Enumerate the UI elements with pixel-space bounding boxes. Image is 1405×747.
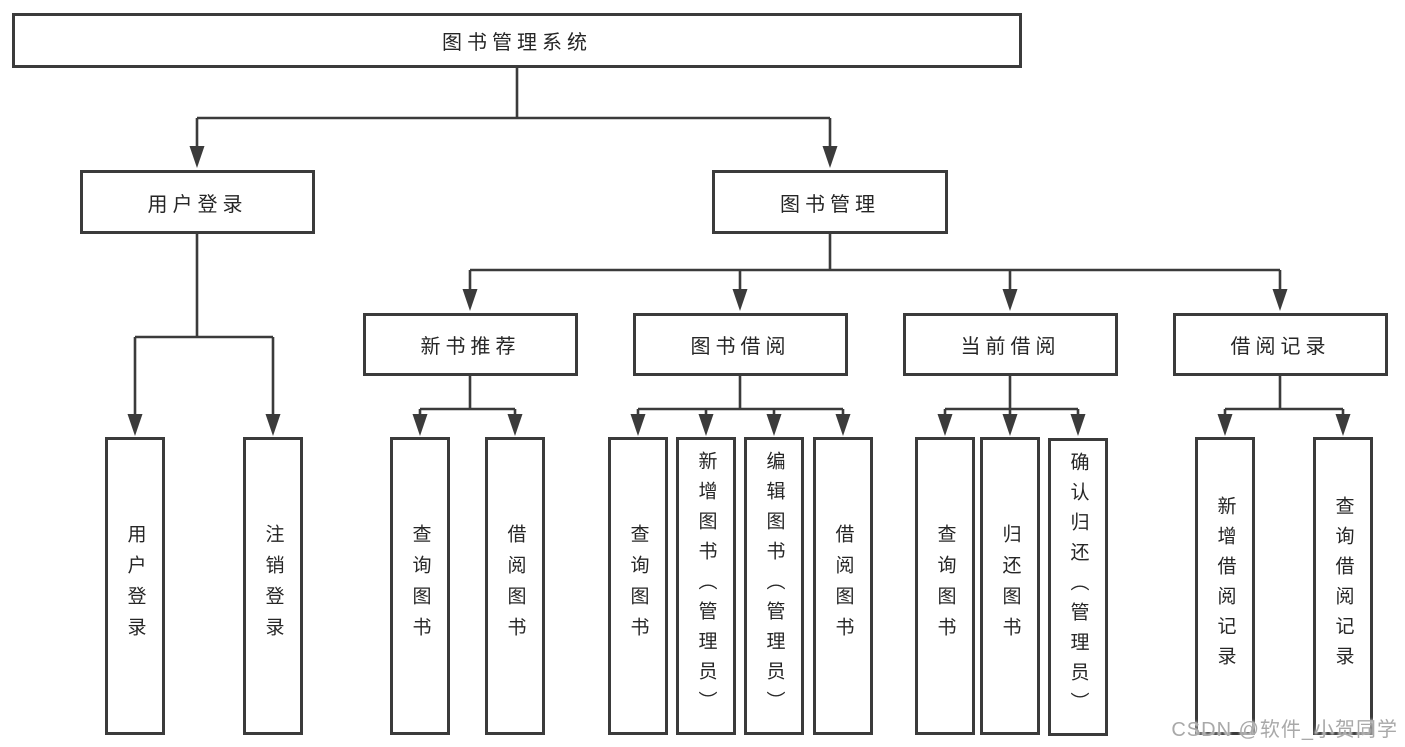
- node-leaf-logout: 注销登录: [243, 437, 303, 735]
- node-borrowing-records: 借阅记录: [1173, 313, 1388, 376]
- node-leaf-borrow-add-books-admin: 新增图书（管理员）: [676, 437, 736, 735]
- node-leaf-records-add-record: 新增借阅记录: [1195, 437, 1255, 735]
- node-label: 用户登录: [147, 193, 248, 216]
- node-label: 图书管理: [780, 193, 880, 216]
- node-label: 图书管理系统: [442, 32, 592, 54]
- node-label: 查询图书: [934, 524, 956, 648]
- node-label: 查询借阅记录: [1332, 496, 1354, 676]
- node-label: 新增图书（管理员）: [695, 451, 717, 721]
- node-leaf-borrow-borrow-books: 借阅图书: [813, 437, 873, 735]
- node-library-system: 图书管理系统: [12, 13, 1022, 68]
- node-label: 借阅图书: [832, 524, 854, 648]
- node-book-borrowing: 图书借阅: [633, 313, 848, 376]
- node-new-book-recommendation: 新书推荐: [363, 313, 578, 376]
- node-current-borrowing: 当前借阅: [903, 313, 1118, 376]
- node-label: 当前借阅: [960, 336, 1061, 358]
- node-label: 确认归还（管理员）: [1067, 452, 1089, 722]
- node-label: 用户登录: [124, 524, 146, 648]
- node-leaf-user-login: 用户登录: [105, 437, 165, 735]
- node-leaf-current-confirm-return-admin: 确认归还（管理员）: [1048, 438, 1108, 736]
- connector-lines: [133, 68, 1345, 418]
- node-leaf-records-query-record: 查询借阅记录: [1313, 437, 1373, 735]
- node-label: 新书推荐: [420, 336, 521, 358]
- node-label: 借阅记录: [1230, 336, 1331, 358]
- node-label: 查询图书: [409, 524, 431, 648]
- arrowheads: [127, 146, 1351, 436]
- csdn-watermark: CSDN @软件_小贺同学: [1171, 719, 1398, 741]
- node-label: 注销登录: [262, 524, 284, 648]
- node-leaf-current-return-books: 归还图书: [980, 437, 1040, 735]
- node-label: 图书借阅: [690, 336, 791, 358]
- node-label: 查询图书: [627, 524, 649, 648]
- node-label: 新增借阅记录: [1214, 496, 1236, 676]
- node-leaf-recommend-query-books: 查询图书: [390, 437, 450, 735]
- node-leaf-recommend-borrow-books: 借阅图书: [485, 437, 545, 735]
- node-label: 归还图书: [999, 524, 1021, 648]
- node-book-management: 图书管理: [712, 170, 948, 234]
- node-leaf-current-query-books: 查询图书: [915, 437, 975, 735]
- node-leaf-borrow-edit-books-admin: 编辑图书（管理员）: [744, 437, 804, 735]
- node-label: 编辑图书（管理员）: [763, 451, 785, 721]
- node-leaf-borrow-query-books: 查询图书: [608, 437, 668, 735]
- node-user-login: 用户登录: [80, 170, 315, 234]
- node-label: 借阅图书: [504, 524, 526, 648]
